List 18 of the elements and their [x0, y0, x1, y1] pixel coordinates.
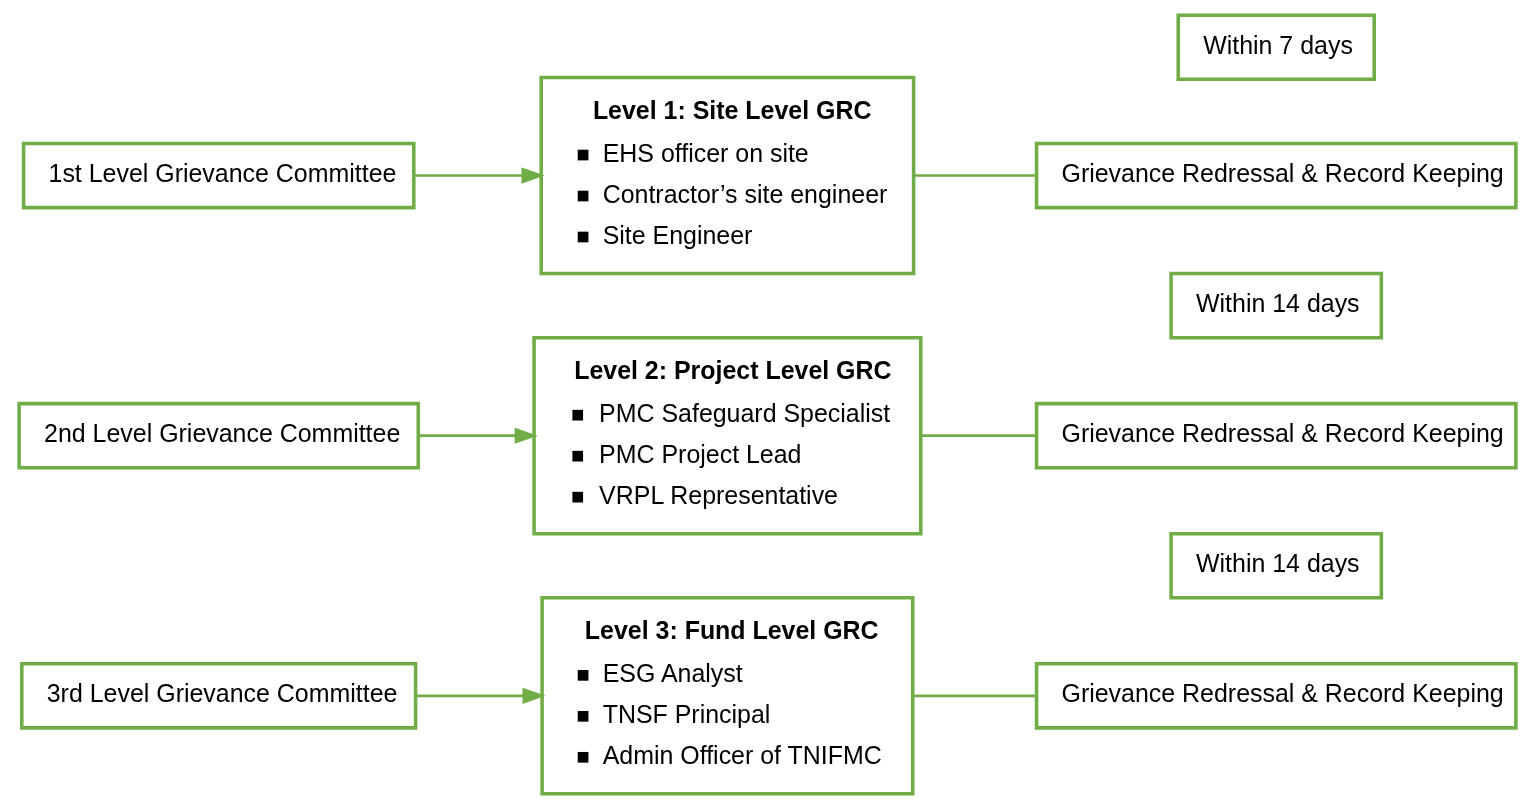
- node-box: Within 14 days: [1169, 531, 1384, 600]
- node-box: Grievance Redressal & Record Keeping: [1034, 401, 1518, 470]
- node-box: 1st Level Grievance Committee: [21, 141, 416, 210]
- node-box: Level 1: Site Level GRC EHS officer on site Contractor’s site engineer Site Engineer: [539, 75, 916, 276]
- arrow: [418, 427, 538, 444]
- connector: [913, 694, 1037, 698]
- node-box: 3rd Level Grievance Committee: [20, 662, 418, 730]
- node-box: Grievance Redressal & Record Keeping: [1034, 141, 1518, 210]
- node-box: Level 3: Fund Level GRC ESG Analyst TNSF Principal Admin Officer of TNIFMC: [540, 596, 915, 796]
- node-box: Grievance Redressal & Record Keeping: [1034, 662, 1518, 730]
- arrow: [415, 687, 546, 704]
- arrow: [414, 167, 545, 184]
- node-box: Level 2: Project Level GRC PMC Safeguard Specialist PMC Project Lead VRPL Representative: [532, 335, 923, 536]
- node-box: Within 7 days: [1176, 13, 1376, 82]
- connector: [921, 434, 1037, 437]
- connector: [913, 174, 1037, 177]
- node-box: 2nd Level Grievance Committee: [17, 401, 421, 470]
- node-box: Within 14 days: [1169, 271, 1384, 340]
